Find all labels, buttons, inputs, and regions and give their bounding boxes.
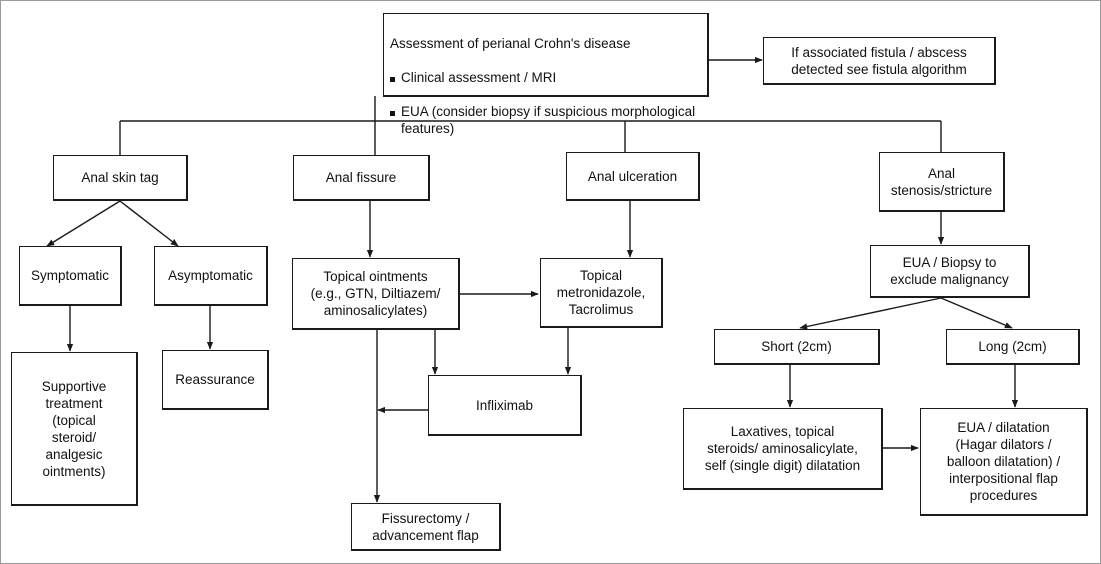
root-bullet-1: Clinical assessment / MRI	[390, 69, 701, 86]
laxatives-box: Laxatives, topical steroids/ aminosalicy…	[683, 408, 883, 490]
root-title: Assessment of perianal Crohn's disease	[390, 36, 631, 51]
supportive-treatment-box: Supportive treatment (topical steroid/ a…	[11, 352, 138, 506]
arrow-skin-tag-to-asymptomatic	[119, 200, 179, 247]
fissurectomy-box: Fissurectomy / advancement flap	[351, 503, 501, 551]
bullet-square-icon	[390, 111, 395, 116]
asymptomatic-box: Asymptomatic	[154, 246, 268, 306]
reassurance-box: Reassurance	[162, 350, 269, 410]
fistula-box: If associated fistula / abscess detected…	[763, 37, 996, 85]
eua-biopsy-box: EUA / Biopsy to exclude malignancy	[870, 245, 1030, 298]
topical-ointments-box: Topical ointments (e.g., GTN, Diltiazem/…	[292, 258, 460, 330]
infliximab-box: Infliximab	[428, 375, 582, 436]
eua-dilatation-box: EUA / dilatation (Hagar dilators / ballo…	[920, 408, 1088, 516]
anal-fissure-box: Anal fissure	[293, 155, 430, 201]
arrow-eua-biopsy-to-short	[799, 297, 942, 330]
arrow-skin-tag-to-symptomatic	[46, 200, 121, 247]
arrow-eua-biopsy-to-long	[940, 297, 1013, 329]
root-bullet-2-text: EUA (consider biopsy if suspicious morph…	[401, 104, 696, 136]
short-stenosis-box: Short (2cm)	[714, 329, 880, 365]
long-stenosis-box: Long (2cm)	[946, 329, 1080, 365]
symptomatic-box: Symptomatic	[19, 246, 122, 306]
root-bullet-2: EUA (consider biopsy if suspicious morph…	[390, 103, 701, 137]
anal-ulceration-box: Anal ulceration	[566, 152, 700, 201]
bullet-square-icon	[390, 77, 395, 82]
topical-metronidazole-box: Topical metronidazole, Tacrolimus	[540, 258, 663, 328]
root-bullet-1-text: Clinical assessment / MRI	[401, 70, 557, 85]
anal-skin-tag-box: Anal skin tag	[53, 155, 188, 201]
root-assessment-box: Assessment of perianal Crohn's disease C…	[383, 13, 709, 136]
anal-stenosis-box: Anal stenosis/stricture	[879, 152, 1005, 212]
